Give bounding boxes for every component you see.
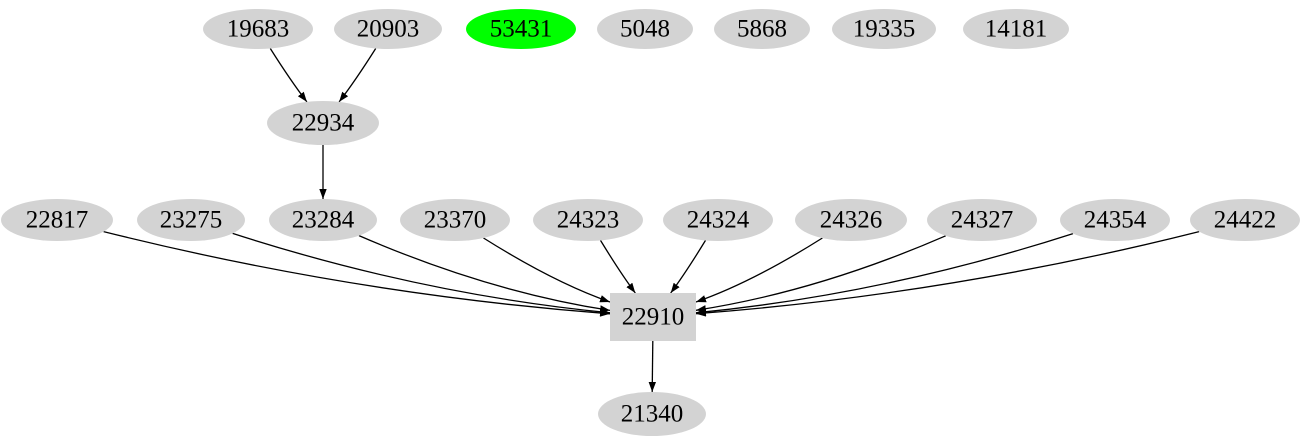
node-53431: 53431 (466, 9, 576, 49)
node-19683: 19683 (203, 9, 313, 49)
node-shape-23275 (137, 199, 245, 241)
node-label-23275: 23275 (160, 207, 223, 234)
node-shape-24422 (1190, 199, 1300, 241)
node-shape-5868 (714, 9, 810, 49)
edge-23370-22910 (483, 237, 611, 303)
node-label-24323: 24323 (557, 207, 620, 234)
node-22934: 22934 (267, 101, 379, 145)
edge-23275-22910 (232, 232, 611, 316)
edge-24422-22910 (695, 230, 1200, 317)
node-shape-24326 (795, 199, 907, 241)
nodes-layer: 19683 20903 53431 5048 5868 19335 14181 22934 22… (1, 9, 1300, 436)
node-label-53431: 53431 (490, 16, 553, 43)
node-shape-23370 (400, 199, 510, 241)
node-19335: 19335 (832, 9, 936, 49)
node-label-22817: 22817 (26, 207, 89, 234)
node-20903: 20903 (334, 9, 442, 49)
node-label-19683: 19683 (227, 16, 290, 43)
edge-22910-21340 (648, 340, 657, 393)
node-23370: 23370 (400, 199, 510, 241)
edge-24323-22910 (599, 240, 636, 294)
node-label-5048: 5048 (620, 16, 670, 43)
node-shape-22934 (267, 101, 379, 145)
node-label-23284: 23284 (292, 207, 355, 234)
node-label-23370: 23370 (424, 207, 487, 234)
node-label-22910: 22910 (622, 304, 685, 331)
node-23275: 23275 (137, 199, 245, 241)
node-23284: 23284 (269, 199, 377, 241)
node-24327: 24327 (927, 199, 1037, 241)
edge-19683-22934 (269, 48, 308, 103)
node-label-24354: 24354 (1084, 207, 1147, 234)
node-shape-23284 (269, 199, 377, 241)
node-24326: 24326 (795, 199, 907, 241)
edge-20903-22934 (338, 48, 377, 103)
node-shape-22817 (1, 199, 113, 241)
node-5868: 5868 (714, 9, 810, 49)
node-label-24422: 24422 (1214, 207, 1277, 234)
node-shape-22910 (610, 293, 696, 341)
node-shape-24324 (663, 199, 773, 241)
edges-layer (103, 48, 1200, 393)
node-shape-24323 (533, 199, 643, 241)
node-shape-24354 (1060, 199, 1170, 241)
edge-24327-22910 (695, 235, 946, 313)
edge-24326-22910 (695, 237, 823, 303)
node-shape-53431 (466, 9, 576, 49)
node-shape-5048 (597, 9, 693, 49)
node-5048: 5048 (597, 9, 693, 49)
node-21340: 21340 (598, 392, 706, 436)
node-label-24324: 24324 (687, 207, 750, 234)
node-24323: 24323 (533, 199, 643, 241)
edge-22817-22910 (103, 230, 611, 317)
node-label-5868: 5868 (737, 16, 787, 43)
node-shape-24327 (927, 199, 1037, 241)
node-14181: 14181 (963, 9, 1069, 49)
node-label-20903: 20903 (357, 16, 420, 43)
edge-24324-22910 (670, 240, 707, 294)
node-label-24326: 24326 (820, 207, 883, 234)
node-label-19335: 19335 (853, 16, 916, 43)
node-shape-14181 (963, 9, 1069, 49)
node-label-21340: 21340 (621, 401, 684, 428)
node-shape-21340 (598, 392, 706, 436)
node-label-24327: 24327 (951, 207, 1014, 234)
node-label-14181: 14181 (985, 16, 1048, 43)
node-24324: 24324 (663, 199, 773, 241)
node-24354: 24354 (1060, 199, 1170, 241)
edge-24354-22910 (695, 232, 1074, 316)
node-24422: 24422 (1190, 199, 1300, 241)
node-label-22934: 22934 (292, 110, 355, 137)
node-shape-19335 (832, 9, 936, 49)
node-22910: 22910 (610, 293, 696, 341)
node-22817: 22817 (1, 199, 113, 241)
node-shape-19683 (203, 9, 313, 49)
node-shape-20903 (334, 9, 442, 49)
edge-23284-22910 (358, 235, 611, 313)
